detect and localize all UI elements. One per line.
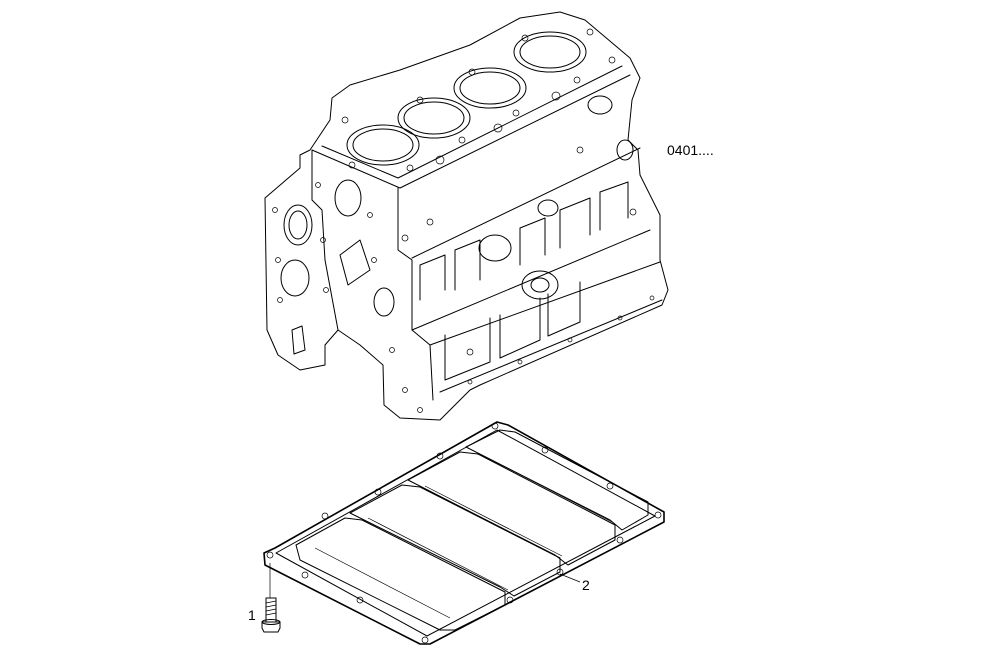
engine-block (264, 11, 669, 421)
callout-1-label: 1 (248, 607, 256, 623)
oil-pan-gasket (263, 421, 665, 645)
reference-number-label: 0401.... (667, 142, 714, 158)
bolt (261, 563, 281, 633)
callout-2-leader (559, 573, 581, 583)
callout-2-label: 2 (582, 577, 590, 593)
